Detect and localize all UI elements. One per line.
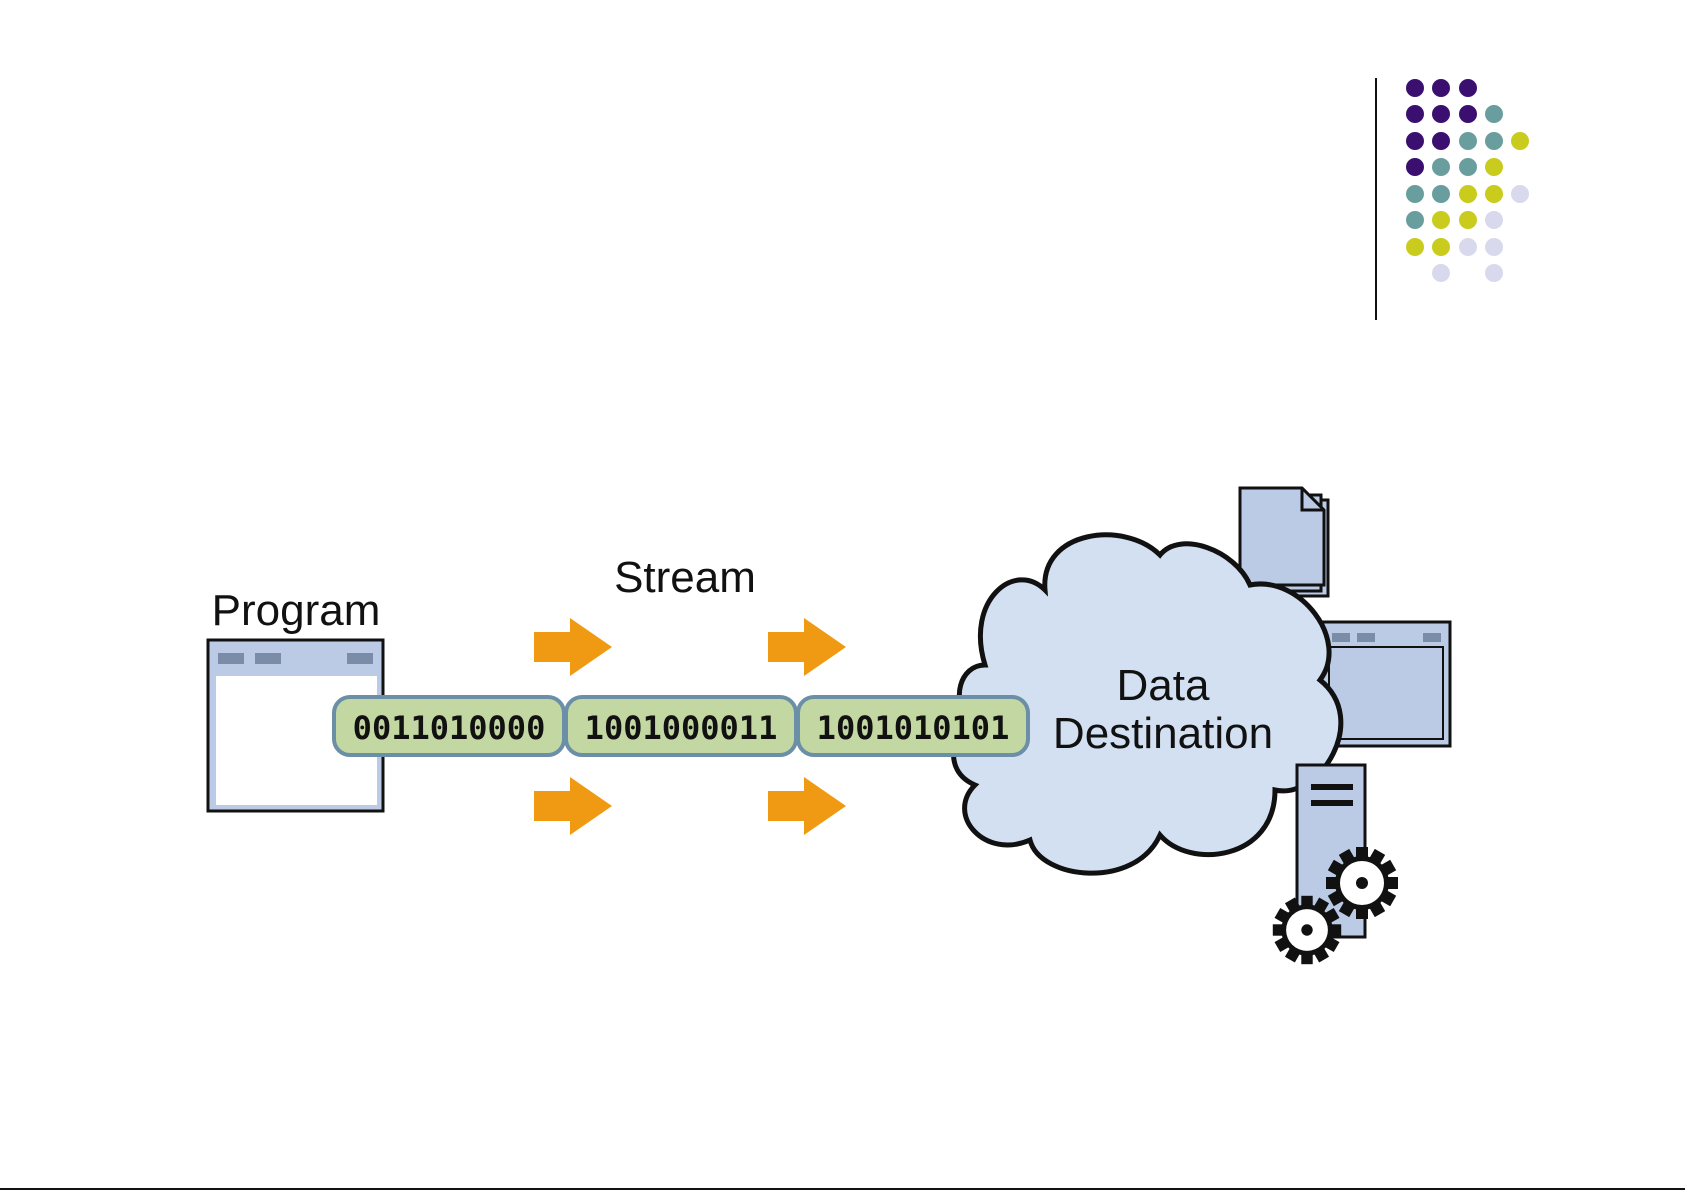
segment-bits: 1001000011: [585, 709, 778, 747]
arrow-icon: [534, 618, 612, 676]
destination-label-line1: Data: [1117, 661, 1210, 710]
arrow-icon: [534, 777, 612, 835]
arrow-icon: [768, 618, 846, 676]
stream-segment: 1001010101: [798, 697, 1028, 755]
program-label: Program: [212, 586, 381, 635]
decorative-dot-grid: [1406, 79, 1529, 282]
arrow-icon: [768, 777, 846, 835]
segment-bits: 0011010000: [353, 709, 546, 747]
stream-label: Stream: [614, 553, 756, 602]
stream-segment: 0011010000: [334, 697, 564, 755]
destination-label-line2: Destination: [1053, 709, 1273, 758]
stream-segment: 1001000011: [566, 697, 796, 755]
document-icon: [1240, 488, 1328, 596]
segment-bits: 1001010101: [817, 709, 1010, 747]
